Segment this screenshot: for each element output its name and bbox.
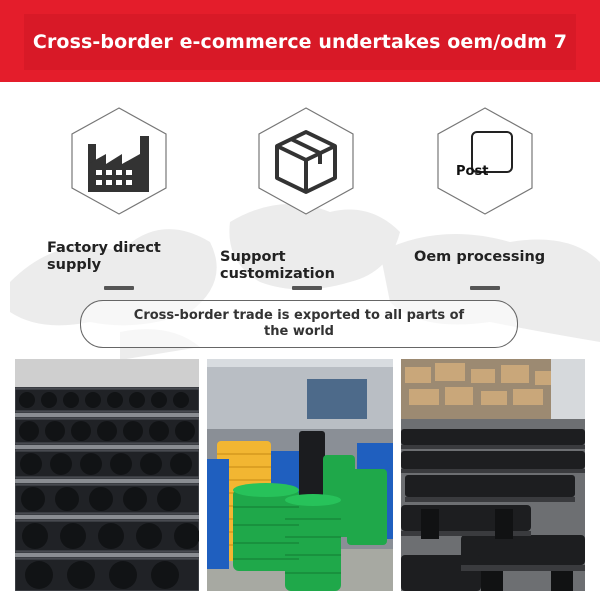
weight-plates-photo [207, 359, 393, 591]
dumbbell-stacks-photo [15, 359, 199, 591]
factory-hexagon [70, 106, 168, 216]
post-icon-text: Post [456, 164, 489, 179]
divider-dash [470, 286, 500, 290]
page-title: Cross-border e-commerce undertakes oem/o… [32, 31, 568, 53]
fitness-benches-photo [401, 359, 585, 591]
feature-label-oem: Oem processing [414, 249, 546, 265]
divider-dash [104, 286, 134, 290]
dumbbell-stacks-illustration [15, 359, 199, 591]
hexagon-outline [437, 107, 533, 215]
fitness-benches-illustration [401, 359, 585, 591]
export-banner-text: Cross-border trade is exported to all pa… [133, 308, 465, 339]
feature-label-customization: Support customization [220, 249, 335, 282]
feature-label-factory: Factory direct supply [47, 240, 161, 273]
post-icon [471, 131, 513, 173]
export-banner: Cross-border trade is exported to all pa… [80, 300, 518, 348]
header-banner: Cross-border e-commerce undertakes oem/o… [0, 0, 600, 82]
package-box-icon [275, 130, 337, 194]
post-hexagon [436, 106, 534, 216]
divider-dash [292, 286, 322, 290]
weight-plates-illustration [207, 359, 393, 591]
header-inner: Cross-border e-commerce undertakes oem/o… [24, 14, 576, 70]
package-hexagon [257, 106, 355, 216]
factory-icon [88, 136, 149, 192]
